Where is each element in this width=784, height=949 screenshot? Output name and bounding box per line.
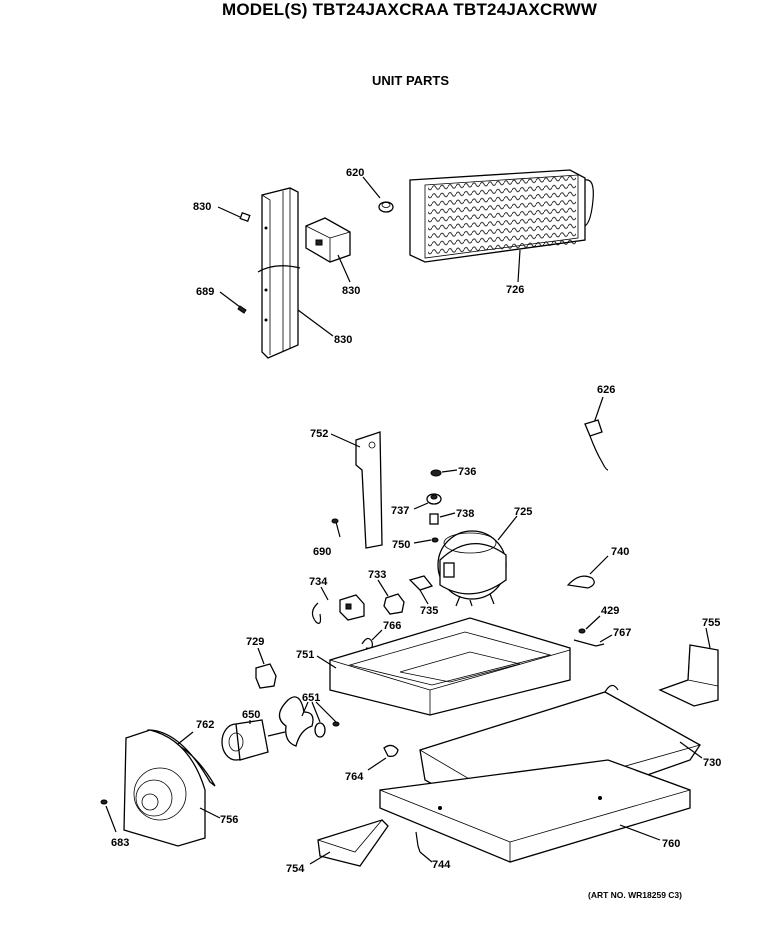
clip-744 xyxy=(415,831,433,863)
fan-blade-651 xyxy=(278,696,340,747)
callout-767: 767 xyxy=(613,627,631,639)
grommet-737 xyxy=(413,493,442,510)
callout-429: 429 xyxy=(601,605,619,617)
callout-766: 766 xyxy=(383,620,401,632)
callout-751: 751 xyxy=(296,649,314,661)
callout-830-screw: 830 xyxy=(193,201,211,213)
callout-651: 651 xyxy=(302,692,320,704)
clip-735 xyxy=(408,575,434,605)
callout-690: 690 xyxy=(313,546,331,558)
evaporator-726 xyxy=(409,169,594,283)
callout-725: 725 xyxy=(514,506,532,518)
callout-626: 626 xyxy=(597,384,615,396)
callout-689: 689 xyxy=(196,286,214,298)
screw-429 xyxy=(578,615,601,634)
callout-737: 737 xyxy=(391,505,409,517)
callout-830-bracket: 830 xyxy=(334,334,352,346)
callout-752: 752 xyxy=(310,428,328,440)
compressor-725 xyxy=(437,515,518,607)
base-pan-751 xyxy=(316,617,571,716)
callout-830-switch: 830 xyxy=(342,285,360,297)
callout-764: 764 xyxy=(345,771,364,783)
callout-744: 744 xyxy=(432,859,451,871)
callout-740: 740 xyxy=(611,546,629,558)
base-plate-760 xyxy=(379,759,691,863)
callout-730: 730 xyxy=(703,757,721,769)
duct-754 xyxy=(309,819,389,867)
callout-762: 762 xyxy=(196,719,214,731)
clip-764 xyxy=(367,744,399,771)
callout-733: 733 xyxy=(368,569,386,581)
callout-729: 729 xyxy=(246,636,264,648)
screw-683 xyxy=(100,799,117,833)
callout-683: 683 xyxy=(111,837,129,849)
callout-738: 738 xyxy=(456,508,474,520)
callout-760: 760 xyxy=(662,838,680,850)
screw-689-part xyxy=(219,291,247,314)
callout-736: 736 xyxy=(458,466,476,478)
callout-734: 734 xyxy=(309,576,328,588)
channel-bracket-830 xyxy=(257,187,334,359)
overload-733 xyxy=(377,579,405,615)
bracket-752 xyxy=(330,431,383,549)
bracket-755 xyxy=(658,627,719,707)
clip-767 xyxy=(573,634,613,647)
part-729 xyxy=(255,647,277,689)
callout-750: 750 xyxy=(392,539,410,551)
callout-756: 756 xyxy=(220,814,238,826)
callout-620: 620 xyxy=(346,167,364,179)
washer-750 xyxy=(413,537,439,544)
callout-754: 754 xyxy=(286,863,305,875)
grommet-620 xyxy=(362,176,394,213)
callout-735: 735 xyxy=(420,605,438,617)
section-title: UNIT PARTS xyxy=(372,73,450,88)
switch-block-830 xyxy=(305,217,351,283)
fan-motor-650 xyxy=(221,719,286,761)
art-number: (ART NO. WR18259 C3) xyxy=(588,890,682,900)
screw-830-part xyxy=(217,206,251,223)
fan-shroud-756 xyxy=(123,729,221,847)
sleeve-738 xyxy=(429,512,456,525)
model-title: MODEL(S) TBT24JAXCRAA TBT24JAXCRWW xyxy=(222,0,598,19)
callout-726: 726 xyxy=(506,284,524,296)
clip-736 xyxy=(430,469,458,477)
callout-755: 755 xyxy=(702,617,720,629)
power-cord-626 xyxy=(584,396,609,471)
clip-740 xyxy=(566,555,609,589)
relay-734 xyxy=(311,586,365,624)
callout-650: 650 xyxy=(242,709,260,721)
screw-690 xyxy=(331,518,341,538)
